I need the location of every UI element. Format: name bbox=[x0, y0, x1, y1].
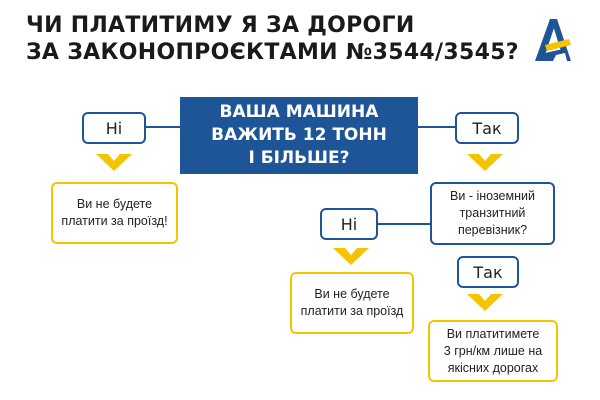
logo-icon bbox=[535, 19, 571, 61]
transit-question-text: Ви - іноземний транзитний перевізник? bbox=[450, 189, 535, 237]
chevron-down-icon bbox=[96, 154, 503, 311]
outcome-pay: Ви платитимете 3 грн/км лише на якісних … bbox=[428, 320, 558, 382]
outcome-no-pay-2: Ви не будете платити за проїзд bbox=[290, 272, 414, 334]
answer-yes-1-label: Так bbox=[472, 118, 502, 138]
outcome-pay-text: Ви платитимете 3 грн/км лише на якісних … bbox=[443, 326, 543, 375]
question-line-2: ВАЖИТЬ 12 ТОНН bbox=[211, 125, 387, 145]
title-line-2: ЗА ЗАКОНОПРОЄКТАМИ №3544/3545? bbox=[26, 40, 519, 65]
outcome-no-pay-1: Ви не будете платити за проїзд! bbox=[51, 182, 178, 244]
question-line-1: ВАША МАШИНА bbox=[219, 102, 379, 122]
transit-question: Ви - іноземний транзитний перевізник? bbox=[430, 182, 555, 245]
title-line-1: ЧИ ПЛАТИТИМУ Я ЗА ДОРОГИ bbox=[26, 13, 415, 38]
question-line-3: І БІЛЬШЕ? bbox=[248, 148, 350, 168]
page-title: ЧИ ПЛАТИТИМУ Я ЗА ДОРОГИ ЗА ЗАКОНОПРОЄКТ… bbox=[26, 12, 526, 66]
answer-yes-2-label: Так bbox=[473, 262, 503, 282]
answer-no-1-label: Ні bbox=[105, 118, 123, 138]
answer-yes-2: Так bbox=[457, 256, 519, 288]
answer-yes-1: Так bbox=[455, 112, 519, 144]
outcome-no-pay-1-text: Ви не будете платити за проїзд! bbox=[61, 197, 168, 228]
answer-no-1: Ні bbox=[82, 112, 146, 144]
answer-no-2-label: Ні bbox=[340, 214, 358, 234]
main-question: ВАША МАШИНА ВАЖИТЬ 12 ТОНН І БІЛЬШЕ? bbox=[180, 97, 418, 174]
outcome-no-pay-2-text: Ви не будете платити за проїзд bbox=[300, 287, 404, 318]
answer-no-2: Ні bbox=[320, 208, 378, 240]
